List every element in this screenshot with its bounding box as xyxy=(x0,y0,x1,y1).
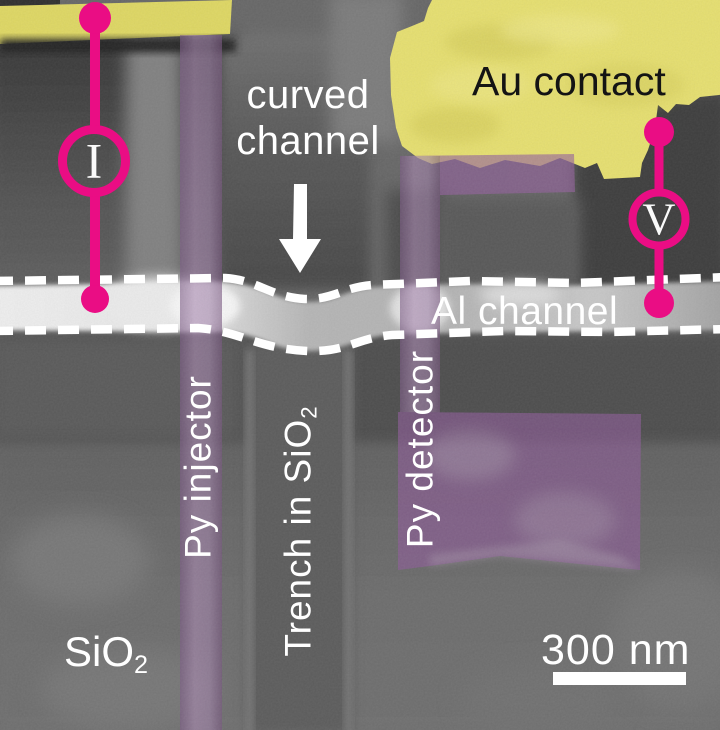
current-probe-symbol xyxy=(58,2,130,313)
substrate-label: SiO2 xyxy=(64,628,149,680)
scale-bar-label: 300 nm xyxy=(541,626,691,674)
voltage-probe-symbol xyxy=(628,117,690,318)
py-injector-label: Py injector xyxy=(177,375,219,559)
voltage-symbol-letter: V xyxy=(642,193,676,245)
down-arrow-icon xyxy=(279,184,321,273)
al-channel-label: Al channel xyxy=(431,290,619,333)
trench-label: Trench in SiO2 xyxy=(277,405,322,657)
voltage-meter-ring xyxy=(628,188,690,250)
current-symbol-letter: I xyxy=(85,132,103,189)
current-meter-ring xyxy=(58,125,130,197)
curved-channel-label: curved channel xyxy=(236,73,380,163)
scale-bar xyxy=(553,672,686,685)
channel-outline-dashed xyxy=(0,273,720,356)
au-contact-label: Au contact xyxy=(472,58,666,104)
py-detector-label: Py detector xyxy=(399,349,441,549)
